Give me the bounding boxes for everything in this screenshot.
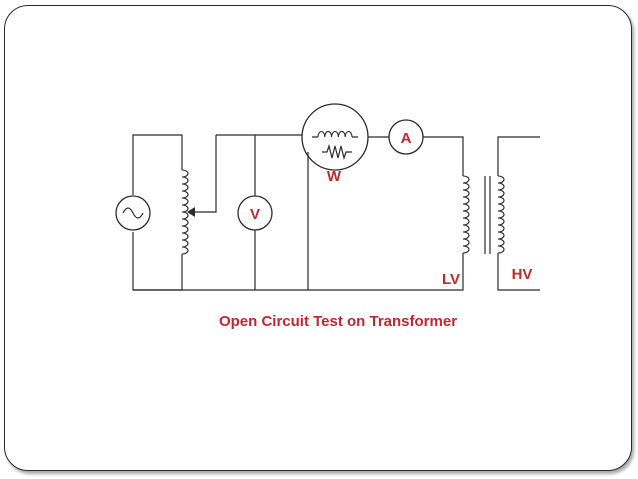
wattmeter xyxy=(301,103,369,171)
hv-open-leads xyxy=(497,136,540,291)
ammeter-label: A xyxy=(401,130,412,147)
ammeter-lv-wire xyxy=(423,136,464,176)
variac-wiper-arrow xyxy=(187,135,217,217)
slide-frame xyxy=(4,5,632,471)
variac-coil xyxy=(181,169,189,255)
lv-winding xyxy=(462,175,470,254)
hv-label: HV xyxy=(512,266,533,283)
wattmeter-label: W xyxy=(327,168,342,185)
ac-source xyxy=(115,195,151,231)
lv-return-wire xyxy=(133,253,464,291)
diagram-caption: Open Circuit Test on Transformer xyxy=(218,313,458,330)
hv-winding xyxy=(497,175,505,254)
voltmeter-circle xyxy=(237,195,273,231)
voltmeter-label: V xyxy=(250,206,260,223)
transformer-core xyxy=(484,176,491,254)
lv-label: LV xyxy=(442,271,460,288)
